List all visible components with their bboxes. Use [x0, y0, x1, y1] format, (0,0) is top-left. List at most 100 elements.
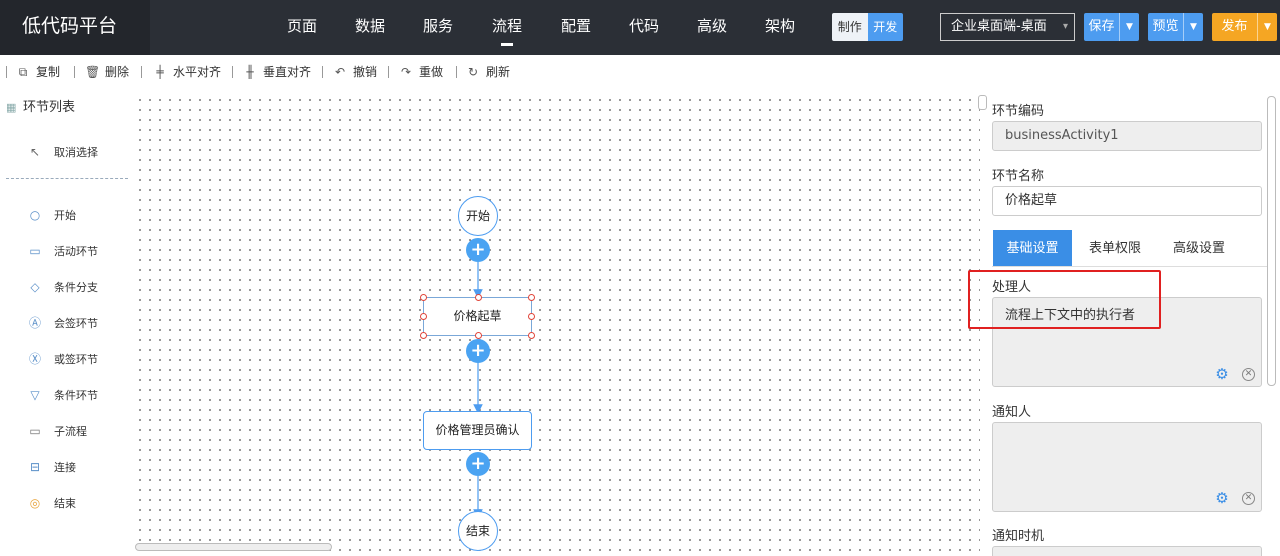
refresh-button[interactable]: ↻ 刷新: [466, 62, 510, 82]
nav-data[interactable]: 数据: [354, 17, 385, 35]
cancel-selection-label: 取消选择: [54, 146, 98, 159]
copy-label: 复制: [36, 65, 61, 79]
circle-icon: ○: [29, 208, 41, 222]
node-list-title-text: 环节列表: [23, 100, 76, 115]
horizontal-align-button[interactable]: ╪水平对齐: [153, 62, 221, 82]
flow-canvas[interactable]: 开始 + 价格起草 + 价格管理员确认 + 结束: [132, 92, 980, 556]
publish-button[interactable]: 发布 ▼: [1212, 13, 1277, 41]
toolbar-divider: [388, 66, 389, 78]
resize-handle[interactable]: [420, 294, 427, 301]
flow-node-end[interactable]: 结束: [458, 511, 498, 551]
notify-label: 通知人: [992, 405, 1032, 420]
redo-button[interactable]: ↷ 重做: [399, 62, 443, 82]
cursor-icon: ↖: [29, 145, 41, 159]
environment-value: 企业桌面端-桌面: [951, 19, 1047, 34]
clear-icon[interactable]: ✕: [1242, 368, 1255, 381]
undo-button[interactable]: ↶撤销: [333, 62, 377, 82]
resize-handle[interactable]: [475, 294, 482, 301]
notify-time-field[interactable]: [992, 546, 1262, 556]
mode-make[interactable]: 制作: [832, 13, 868, 41]
copy-button[interactable]: ⧉ 复制: [16, 62, 60, 82]
save-label: 保存: [1088, 19, 1115, 34]
tab-form-permissions[interactable]: 表单权限: [1088, 241, 1141, 256]
node-item-activity[interactable]: ▭ 活动环节: [28, 241, 98, 261]
clear-icon[interactable]: ✕: [1242, 492, 1255, 505]
rectangle-icon: ▭: [29, 244, 41, 258]
node-item-subprocess[interactable]: ▭ 子流程: [28, 421, 87, 441]
align-vertical-icon: ╫: [246, 65, 254, 79]
resize-handle[interactable]: [528, 332, 535, 339]
node-item-label: 连接: [54, 461, 76, 474]
toolbar-divider: [141, 66, 142, 78]
nav-architecture[interactable]: 架构: [764, 17, 795, 35]
end-circle-icon: ◎: [29, 496, 41, 510]
flow-node-draft[interactable]: 价格起草: [423, 297, 532, 336]
nav-service[interactable]: 服务: [422, 17, 453, 35]
node-item-label: 子流程: [54, 425, 87, 438]
node-list-title: ▦环节列表: [6, 96, 75, 115]
copy-icon: ⧉: [18, 65, 28, 79]
redo-label: 重做: [419, 65, 444, 79]
node-name-field[interactable]: 价格起草: [992, 186, 1262, 216]
resize-handle[interactable]: [420, 332, 427, 339]
node-item-connect[interactable]: ⊟连接: [28, 457, 76, 477]
resize-handle[interactable]: [528, 313, 535, 320]
notify-field[interactable]: [992, 422, 1262, 512]
horizontal-align-label: 水平对齐: [173, 65, 222, 79]
nav-page[interactable]: 页面: [286, 17, 317, 35]
nav-code[interactable]: 代码: [628, 17, 659, 35]
vertical-align-button[interactable]: ╫垂直对齐: [243, 62, 311, 82]
resize-handle[interactable]: [420, 313, 427, 320]
canvas-horizontal-scrollbar[interactable]: [135, 543, 332, 551]
properties-scrollbar[interactable]: [1267, 96, 1276, 386]
toolbar-divider: [322, 66, 323, 78]
flow-node-start[interactable]: 开始: [458, 196, 498, 236]
resize-handle[interactable]: [528, 294, 535, 301]
toolbar: ⧉ 复制 🗑删除 ╪水平对齐 ╫垂直对齐 ↶撤销 ↷ 重做 ↻ 刷新: [0, 60, 1280, 84]
add-node-button[interactable]: +: [466, 238, 490, 262]
resize-handle[interactable]: [475, 332, 482, 339]
add-node-button[interactable]: +: [466, 452, 490, 476]
node-item-branch[interactable]: ◇条件分支: [28, 277, 98, 297]
nav-process[interactable]: 流程: [487, 0, 527, 55]
save-button[interactable]: 保存 ▼: [1084, 13, 1139, 41]
mode-toggle[interactable]: 制作 开发: [832, 13, 903, 41]
undo-icon: ↶: [334, 65, 346, 79]
node-code-field[interactable]: businessActivity1: [992, 121, 1262, 151]
node-item-label: 结束: [54, 497, 76, 510]
tab-basic-settings[interactable]: 基础设置: [993, 230, 1072, 267]
toolbar-divider: [6, 66, 7, 78]
subprocess-icon: ▭: [29, 424, 41, 438]
chevron-down-icon[interactable]: ▼: [1183, 13, 1203, 41]
node-list-divider: [6, 178, 128, 179]
node-item-condition[interactable]: ▽ 条件环节: [28, 385, 98, 405]
nav-advanced[interactable]: 高级: [696, 17, 727, 35]
node-item-label: 条件环节: [54, 389, 98, 402]
tab-advanced-settings[interactable]: 高级设置: [1172, 241, 1225, 256]
node-item-label: 活动环节: [54, 245, 98, 258]
flow-node-confirm[interactable]: 价格管理员确认: [423, 411, 532, 450]
refresh-label: 刷新: [486, 65, 511, 79]
mode-dev[interactable]: 开发: [867, 13, 903, 41]
chevron-down-icon[interactable]: ▼: [1257, 13, 1277, 41]
redo-icon: ↷: [400, 65, 412, 79]
add-node-button[interactable]: +: [466, 339, 490, 363]
delete-button[interactable]: 🗑删除: [85, 62, 129, 82]
node-item-start[interactable]: ○开始: [28, 205, 76, 225]
gear-icon[interactable]: ⚙: [1215, 365, 1229, 383]
toolbar-divider: [456, 66, 457, 78]
gear-icon[interactable]: ⚙: [1215, 489, 1229, 507]
refresh-icon: ↻: [467, 65, 479, 79]
nav-config[interactable]: 配置: [560, 17, 591, 35]
preview-button[interactable]: 预览 ▼: [1148, 13, 1203, 41]
chevron-down-icon[interactable]: ▼: [1119, 13, 1139, 41]
cancel-selection[interactable]: ↖ 取消选择: [28, 142, 98, 162]
environment-select[interactable]: 企业桌面端-桌面 ▾: [940, 13, 1075, 41]
canvas-vertical-scrollbar[interactable]: [978, 95, 987, 110]
circle-x-icon: Ⓧ: [28, 352, 41, 366]
handler-field[interactable]: 流程上下文中的执行者: [992, 297, 1262, 387]
triangle-down-icon: ▽: [30, 388, 40, 402]
node-item-end[interactable]: ◎ 结束: [28, 493, 76, 513]
